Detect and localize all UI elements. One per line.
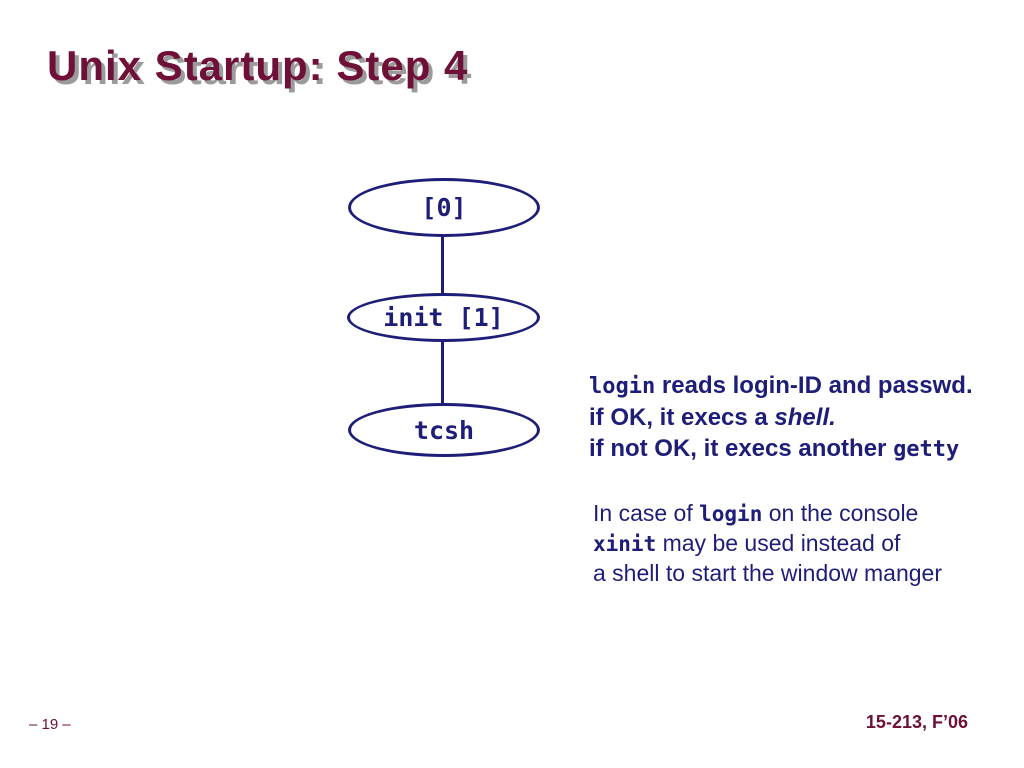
annotation-line: if not OK, it execs another getty (589, 433, 973, 465)
process-node-label: tcsh (413, 415, 475, 445)
code-xinit: xinit (593, 532, 657, 556)
annotation-line: In case of login on the console (593, 499, 942, 529)
annotation-text: may be used instead of (656, 530, 901, 556)
code-login: login (589, 374, 656, 399)
process-node-pid0: [0] (348, 178, 540, 237)
annotation-line: xinit may be used instead of (593, 529, 942, 559)
process-node-label: [0] (421, 193, 467, 222)
process-node-tcsh: tcsh (348, 403, 540, 457)
annotation-line: if OK, it execs a shell. (589, 402, 973, 433)
annotation-text: if not OK, it execs another (589, 435, 894, 462)
annotation-text: In case of (593, 500, 700, 526)
code-login: login (699, 502, 763, 526)
annotation-login-block: login reads login-ID and passwd. if OK, … (589, 370, 973, 465)
process-node-init: init [1] (347, 293, 540, 342)
annotation-line: login reads login-ID and passwd. (589, 370, 973, 402)
annotation-text: a shell to start the window manger (593, 560, 943, 586)
connector-line-init-tcsh (441, 340, 444, 406)
annotation-console-block: In case of login on the console xinit ma… (593, 499, 942, 588)
annotation-line: a shell to start the window manger (593, 559, 942, 588)
annotation-italic-shell: shell. (774, 404, 836, 431)
connector-line-pid0-init (441, 235, 444, 297)
annotation-text: on the console (762, 500, 919, 526)
annotation-text: reads login-ID and passwd. (655, 372, 973, 399)
slide-title: Unix Startup: Step 4 (47, 42, 469, 89)
process-node-label: init [1] (383, 303, 504, 332)
annotation-text: if OK, it execs a (589, 404, 775, 431)
code-getty: getty (893, 437, 960, 462)
footer-course-id: 15-213, F’06 (865, 712, 968, 732)
footer-page-number: – 19 – (29, 716, 71, 733)
